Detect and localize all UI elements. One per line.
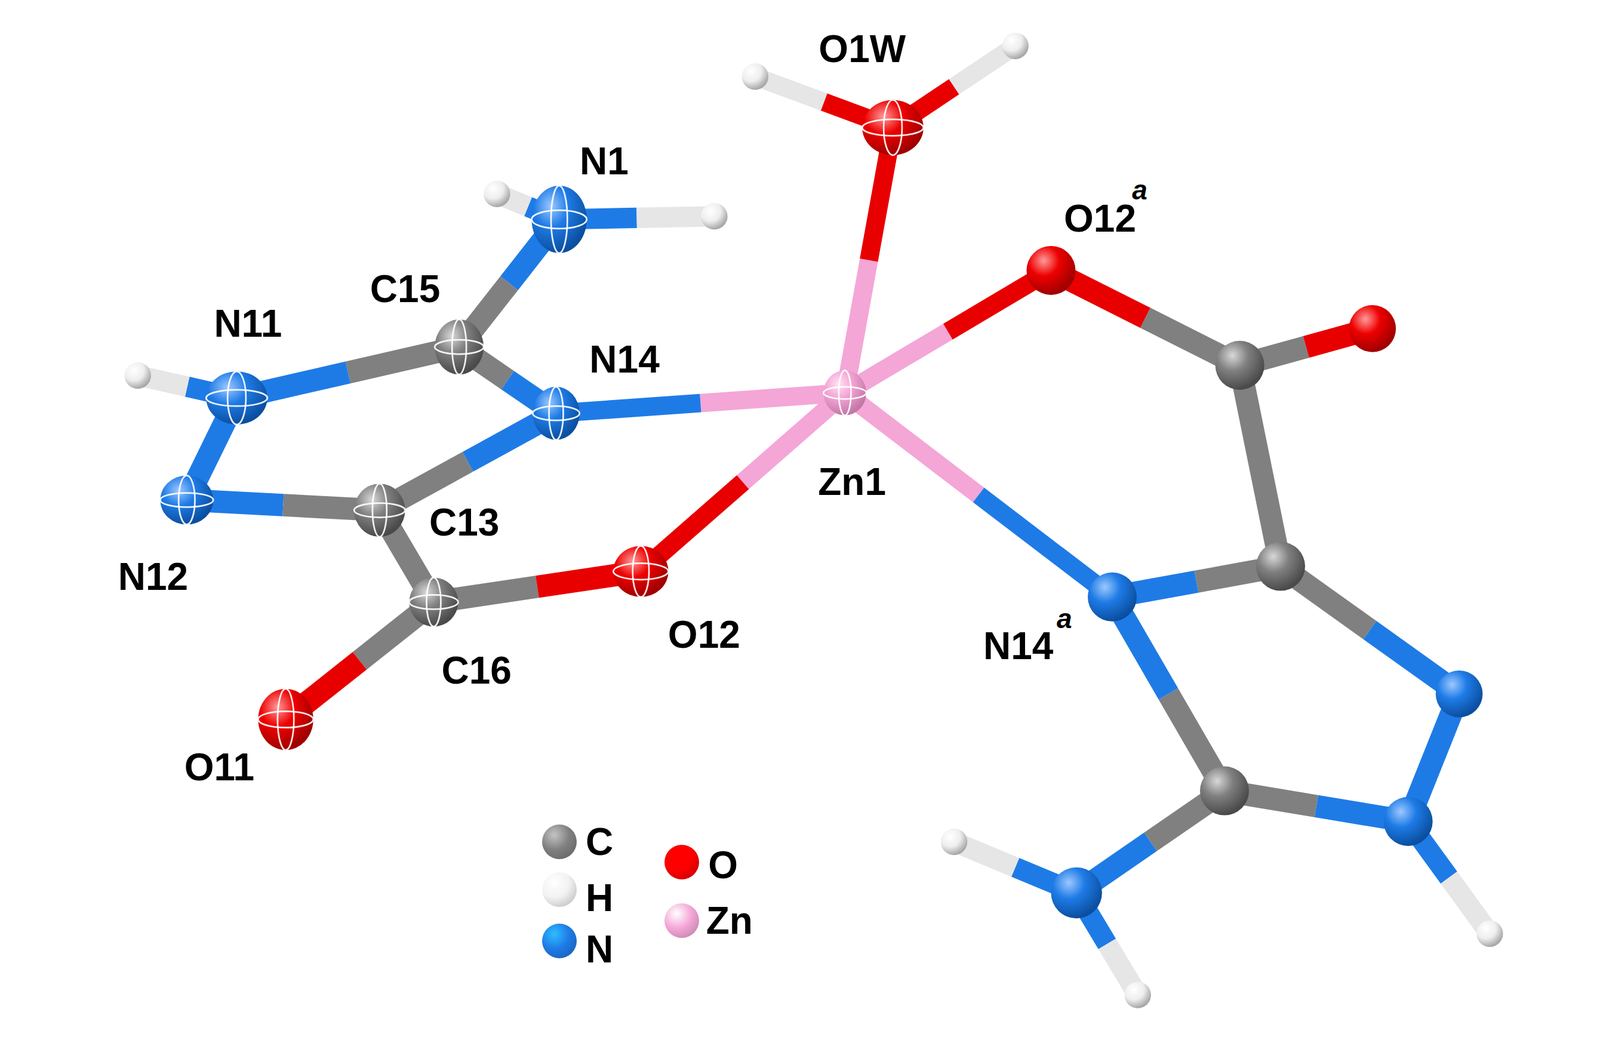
nitrogen-atom [1087, 572, 1137, 622]
atom-label: C15 [370, 269, 440, 309]
carbon-atom [1256, 542, 1306, 592]
ellipsoid-line [862, 119, 924, 136]
ellipsoid-line [451, 319, 467, 375]
ellipsoid-line [354, 503, 405, 518]
ellipsoid-line [227, 371, 246, 425]
atom-label: N14 [983, 626, 1054, 666]
ellipsoid-line [408, 594, 458, 609]
superscript-label: a [1056, 604, 1073, 633]
hydrogen-atom [124, 362, 152, 389]
atoms [124, 32, 1504, 1009]
oxygen-atom [257, 688, 313, 751]
nitrogen-atom [205, 371, 268, 425]
ellipsoid-line [551, 185, 568, 254]
superscript-label: a [1131, 176, 1148, 204]
ellipsoid-line [257, 711, 313, 728]
oxygen-atom [862, 99, 924, 155]
nitrogen-atom [1435, 670, 1483, 718]
ellipsoid-line [277, 688, 294, 751]
atom-label: C13 [429, 503, 500, 542]
hydrogen-atom [1001, 32, 1029, 60]
atom-label: O1W [818, 29, 906, 69]
carbon-atom [434, 319, 484, 375]
oxygen-atom [1349, 305, 1397, 353]
legend-label: Zn [706, 901, 753, 940]
hydrogen-atom [483, 180, 510, 208]
hydrogen-atom [700, 202, 728, 230]
ellipsoid-line [372, 483, 387, 537]
ellipsoid-line [532, 405, 580, 421]
ellipsoid-line [426, 577, 441, 627]
legend-label: O [708, 845, 738, 885]
atom-label: O11 [184, 748, 255, 787]
atom-label: O12 [1063, 199, 1137, 238]
oxygen-atom [613, 545, 669, 597]
carbon-atom [1200, 766, 1249, 816]
ellipsoid-line [178, 475, 195, 525]
ellipsoid-line [549, 386, 564, 440]
nitrogen-atom [532, 386, 580, 440]
legend-label: C [585, 822, 614, 861]
atom-label: N11 [213, 304, 282, 343]
carbon-atom [408, 577, 458, 627]
hydrogen-atom [1124, 981, 1152, 1008]
nitrogen-atom [160, 475, 214, 525]
bonds [137, 45, 1491, 996]
atom-label: Zn1 [817, 462, 886, 501]
bond [978, 494, 1113, 598]
legend-swatch [542, 923, 577, 959]
hydrogen-atom [742, 63, 769, 90]
zinc-atom [823, 370, 867, 415]
ellipsoid-line [823, 386, 867, 400]
atom-label: N1 [579, 142, 629, 181]
ellipsoid-line [613, 562, 669, 580]
ellipsoid-line [838, 370, 852, 415]
ellipsoid-line [205, 389, 268, 406]
legend-label: N [585, 930, 614, 969]
ellipsoid-line [531, 210, 587, 229]
nitrogen-atom [1050, 867, 1102, 919]
legend-label: H [585, 878, 614, 918]
bond [1240, 365, 1281, 567]
oxygen-atom [1026, 245, 1076, 295]
carbon-atom [1215, 340, 1265, 390]
atom-label: O12 [668, 615, 741, 654]
atom-label: N14 [589, 340, 660, 379]
nitrogen-atom [531, 185, 587, 254]
hydrogen-atom [1476, 920, 1503, 947]
legend-swatch [664, 903, 700, 938]
carbon-atom [354, 483, 405, 537]
hydrogen-atom [940, 828, 968, 855]
atom-label: C16 [441, 651, 512, 690]
atom-label: N12 [118, 557, 189, 596]
ellipsoid-axes [160, 99, 923, 750]
ellipsoid-line [632, 545, 649, 597]
legend-swatch [542, 872, 577, 907]
ellipsoid-line [160, 493, 214, 508]
ellipsoid-line [883, 99, 903, 155]
ellipsoid-line [434, 339, 484, 355]
legend-swatch [542, 824, 577, 860]
nitrogen-atom [1383, 797, 1433, 846]
legend-swatch [664, 844, 700, 880]
